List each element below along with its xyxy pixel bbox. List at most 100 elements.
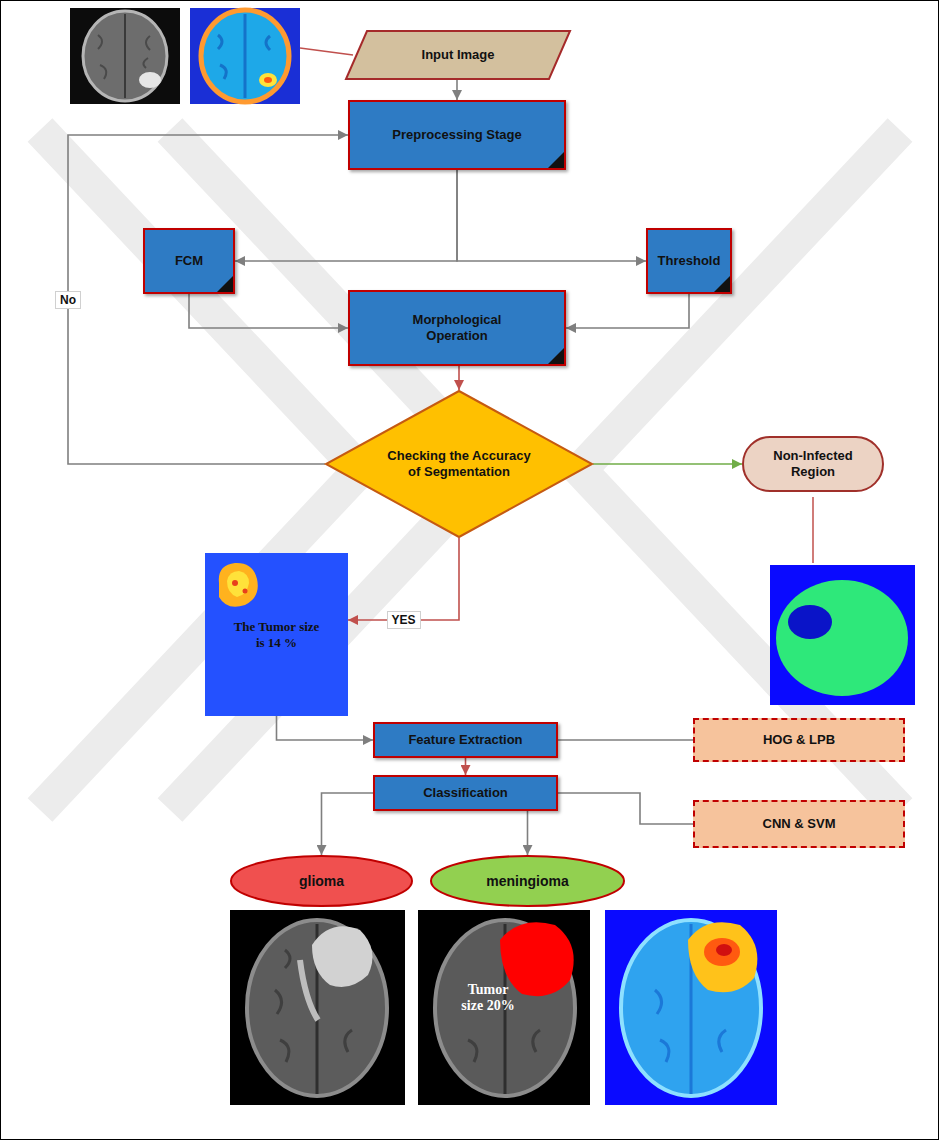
corner-marker xyxy=(714,276,730,292)
brain-outline xyxy=(83,11,167,101)
capsule-shape xyxy=(743,437,883,491)
method-box: CNN & SVM xyxy=(693,800,905,848)
heat-map-slice xyxy=(605,910,777,1105)
connector xyxy=(465,758,467,775)
brain-outline xyxy=(247,920,387,1096)
tumor-spot xyxy=(232,580,238,586)
node-text: Input Image xyxy=(422,47,495,63)
tumor-result-panel: The Tumor size is 14 % xyxy=(205,553,348,716)
map-ground xyxy=(770,565,915,705)
corner-triangle xyxy=(548,348,564,364)
process-box: Preprocessing Stage xyxy=(348,100,566,170)
process-box: Feature Extraction xyxy=(373,722,558,758)
brain-outline xyxy=(435,920,575,1096)
input-parallelogram: Input Image xyxy=(345,30,571,80)
parallelogram-shape xyxy=(346,31,570,79)
brain-folds xyxy=(218,14,270,98)
diamond-shape xyxy=(326,391,592,537)
leader-line xyxy=(300,48,353,55)
process-box: Threshold xyxy=(646,228,732,294)
connector xyxy=(566,294,689,328)
class-ellipse: meningioma xyxy=(430,855,625,907)
corner-marker xyxy=(548,348,564,364)
corner-marker xyxy=(548,152,564,168)
node-text: Feature Extraction xyxy=(408,732,522,748)
connector xyxy=(277,716,374,740)
corner-triangle xyxy=(217,276,233,292)
connector xyxy=(558,739,693,741)
tumor-region xyxy=(312,926,373,987)
edge-label: YES xyxy=(391,613,415,627)
node-text: Morphological Operation xyxy=(397,312,517,343)
brain-folds xyxy=(98,35,150,79)
image-label: Tumor size 20% xyxy=(457,982,519,1014)
image-label-anchor: Tumor size 20% xyxy=(440,982,536,1014)
decision-diamond: Checking the Accuracy of Segmentation xyxy=(325,390,593,538)
tumor-spot xyxy=(243,589,248,594)
tumor-heat-core xyxy=(704,938,740,966)
ellipse-shape xyxy=(231,856,412,906)
segmentation-map xyxy=(770,565,915,705)
corner-marker xyxy=(217,276,233,292)
terminal-capsule: Non-Infected Region xyxy=(742,436,884,492)
class-ellipse: glioma xyxy=(230,855,413,907)
connector xyxy=(558,793,693,824)
mri-slice-marked xyxy=(418,910,590,1105)
leader-line xyxy=(812,497,814,563)
brain-outline xyxy=(621,920,761,1096)
watermark-band xyxy=(580,130,900,810)
tumor-mask xyxy=(500,922,574,996)
ellipse-shape xyxy=(431,856,624,906)
mri-ground xyxy=(230,910,405,1105)
tumor-heat-centre xyxy=(716,944,732,956)
brain-midline xyxy=(124,14,126,98)
node-text: Classification xyxy=(423,785,508,801)
mri-thumbnail xyxy=(70,8,180,104)
edge-label-patch: No xyxy=(55,291,81,309)
healthy-region xyxy=(776,580,908,696)
tumor-core xyxy=(264,77,272,83)
connector xyxy=(458,366,460,390)
node-text: Threshold xyxy=(658,253,721,269)
connector xyxy=(235,170,457,261)
node-text: Checking the Accuracy of Segmentation xyxy=(384,448,534,479)
edge-label: No xyxy=(60,293,76,307)
mri-ground xyxy=(70,8,180,104)
connectors xyxy=(68,80,742,855)
mri-ground xyxy=(418,910,590,1105)
process-box: Morphological Operation xyxy=(348,290,566,366)
watermark xyxy=(40,130,900,810)
tumor-heat xyxy=(688,922,757,992)
node-text: Non-Infected Region xyxy=(763,448,863,479)
map-ground xyxy=(605,910,777,1105)
edge-label-patch: YES xyxy=(386,611,420,629)
tumor-blob-core xyxy=(227,571,249,597)
brain-outline xyxy=(201,10,289,102)
tumor-blob xyxy=(219,563,258,607)
process-box: FCM xyxy=(143,228,235,294)
watermark-band xyxy=(40,130,360,810)
connector xyxy=(527,811,529,855)
node-text: HOG & LPB xyxy=(763,732,835,748)
node-text: The Tumor size is 14 % xyxy=(234,619,320,650)
process-box: Classification xyxy=(373,775,558,811)
connector xyxy=(593,463,742,465)
node-text: FCM xyxy=(175,253,203,269)
node-text: CNN & SVM xyxy=(763,816,836,832)
method-box: HOG & LPB xyxy=(693,718,905,762)
connector xyxy=(68,135,348,464)
connector xyxy=(189,294,348,328)
corner-triangle xyxy=(714,276,730,292)
connector xyxy=(322,793,374,855)
map-ground xyxy=(190,8,300,104)
tumor-spot xyxy=(259,73,277,87)
corner-triangle xyxy=(548,152,564,168)
edema xyxy=(300,960,318,1020)
mri-slice xyxy=(230,910,405,1105)
node-text: glioma xyxy=(299,873,344,890)
removed-tumor xyxy=(788,605,832,639)
